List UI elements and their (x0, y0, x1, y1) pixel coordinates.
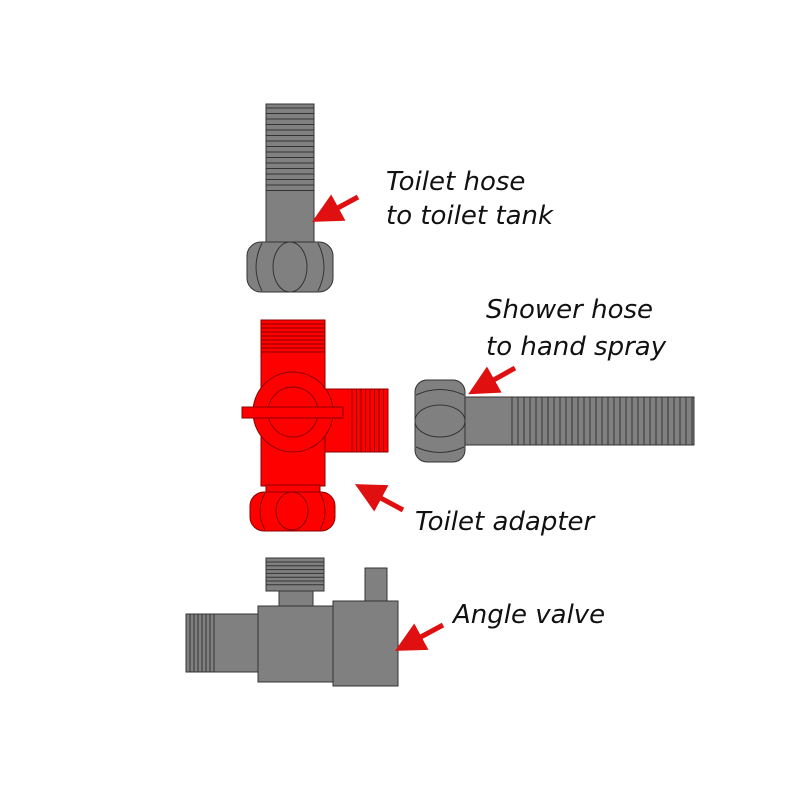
label-toilet-hose-1: Toilet hose (386, 167, 525, 197)
label-toilet-adapter: Toilet adapter (415, 507, 597, 537)
label-shower-hose-2: to hand spray (486, 332, 667, 362)
arrow-angle-valve (394, 622, 445, 651)
shower-hose (414, 379, 695, 463)
toilet-adapter (241, 319, 389, 532)
label-toilet-hose-2: to toilet tank (386, 201, 554, 231)
angle-valve (185, 557, 399, 687)
toilet-hose (246, 103, 334, 293)
label-shower-hose-1: Shower hose (486, 295, 653, 325)
arrow-toilet-adapter (354, 484, 405, 513)
arrows (312, 194, 517, 651)
arrow-shower-hose (468, 365, 517, 395)
arrow-toilet-hose (312, 194, 360, 222)
label-angle-valve: Angle valve (451, 600, 605, 630)
